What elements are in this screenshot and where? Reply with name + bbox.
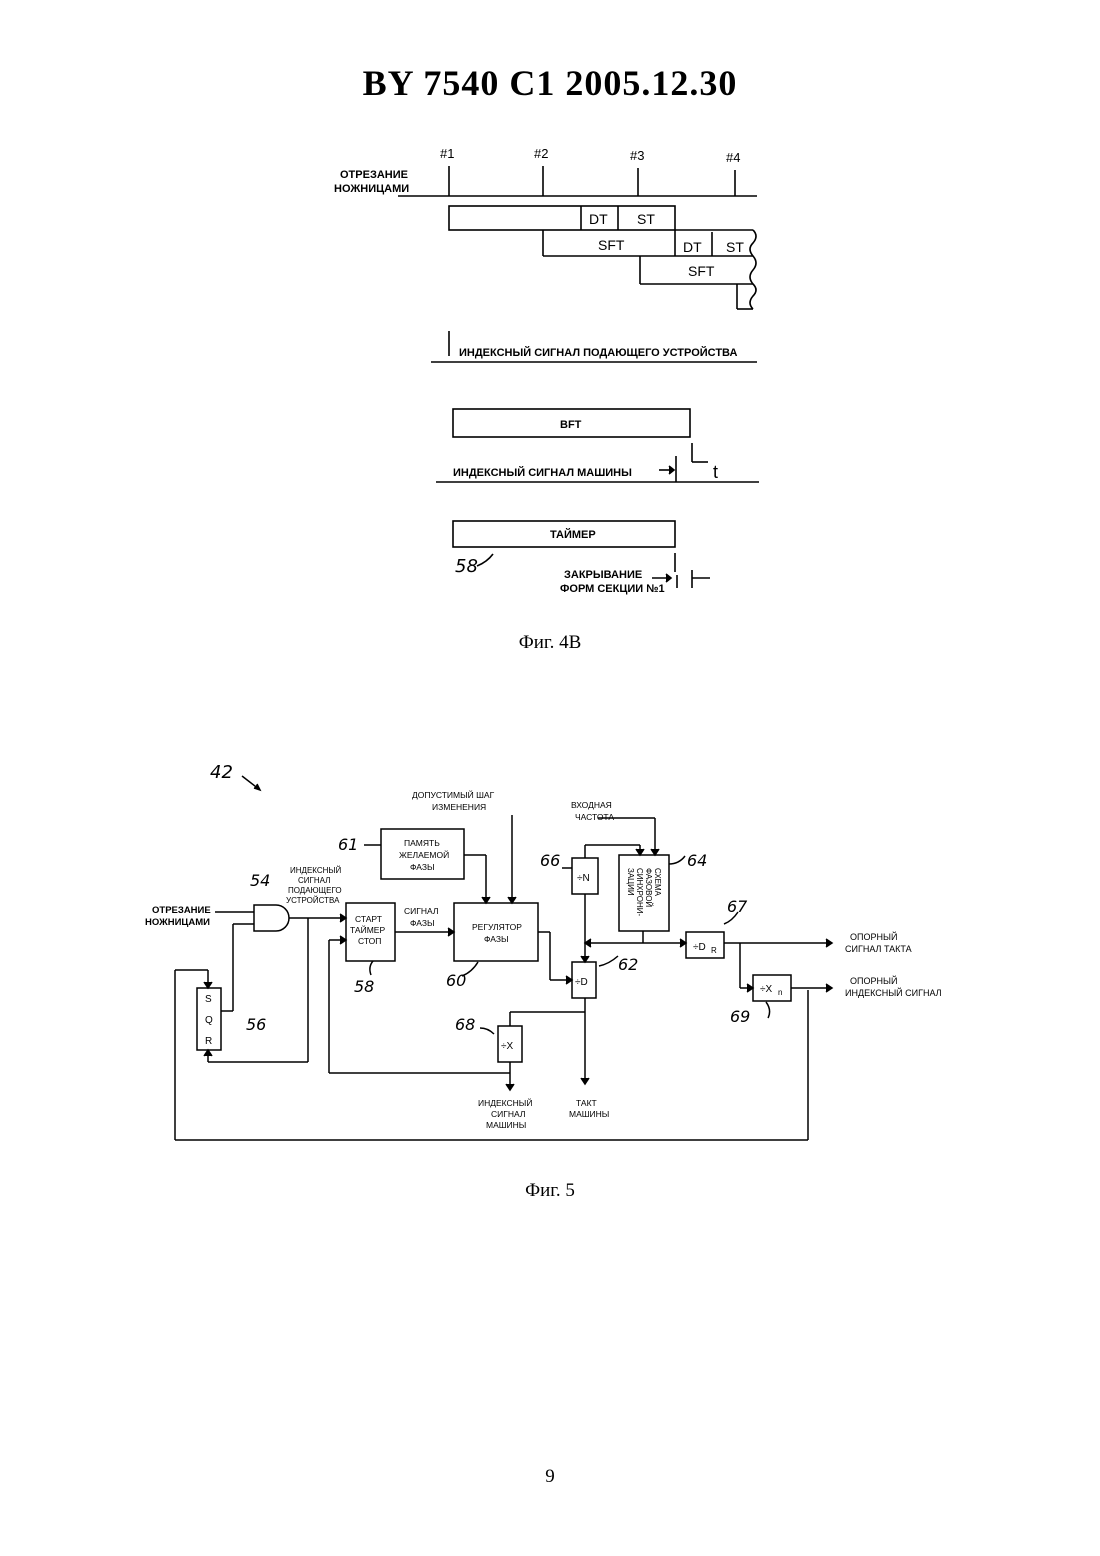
div-x: ÷X	[501, 1041, 513, 1052]
feeder-index-label: ИНДЕКСНЫЙ СИГНАЛ ПОДАЮЩЕГО УСТРОЙСТВА	[459, 346, 737, 359]
ref-58: 58	[354, 977, 374, 996]
marker-4: #4	[726, 150, 740, 165]
div-xn-sub: n	[778, 988, 782, 997]
regulator-1: РЕГУЛЯТОР	[472, 922, 522, 932]
feeder-index-2: СИГНАЛ	[298, 876, 330, 885]
ref-68: 68	[455, 1015, 475, 1034]
memory-2: ЖЕЛАЕМОЙ	[399, 849, 449, 860]
memory-1: ПАМЯТЬ	[404, 838, 440, 848]
shear-cut-label-1: ОТРЕЗАНИЕ	[340, 169, 408, 181]
machine-clock-2: МАШИНЫ	[569, 1109, 609, 1119]
ref-58-fig4b: 58	[455, 556, 478, 577]
timer-stop: СТОП	[358, 936, 381, 946]
ref-69: 69	[730, 1007, 750, 1026]
timer-label: ТАЙМЕР	[550, 528, 596, 541]
memory-3: ФАЗЫ	[410, 862, 435, 872]
machine-index-3: МАШИНЫ	[486, 1120, 526, 1130]
div-dr-sub: R	[711, 946, 717, 955]
index-ref-1: ОПОРНЫЙ	[850, 975, 897, 986]
st-label-1: ST	[637, 211, 655, 227]
pll-4: ЗАЦИИ	[626, 868, 635, 896]
marker-3: #3	[630, 148, 644, 163]
phase-signal-2: ФАЗЫ	[410, 918, 435, 928]
ref-64: 64	[687, 851, 707, 870]
marker-1: #1	[440, 146, 454, 161]
ref-61: 61	[338, 835, 358, 854]
clock-ref-2: СИГНАЛ ТАКТА	[845, 944, 912, 954]
mold-close-label-2: ФОРМ СЕКЦИИ №1	[560, 583, 665, 595]
regulator-2: ФАЗЫ	[484, 934, 509, 944]
fig4b-timing-diagram: ОТРЕЗАНИЕ НОЖНИЦАМИ #1 #2 #3 #4 DT ST SF…	[0, 0, 1100, 640]
sft-label-2: SFT	[688, 263, 715, 279]
fig5-caption: Фиг. 5	[0, 1180, 1100, 1202]
ref-60: 60	[446, 971, 466, 990]
ref-56: 56	[246, 1015, 266, 1034]
ref-67: 67	[727, 897, 748, 916]
marker-2: #2	[534, 146, 548, 161]
ref-66: 66	[540, 851, 560, 870]
div-xn: ÷X	[760, 984, 772, 995]
pll-1: СХЕМА	[653, 868, 662, 897]
step-2: ИЗМЕНЕНИЯ	[432, 802, 486, 812]
st-label-2: ST	[726, 239, 744, 255]
fig5-shear-cut-1: ОТРЕЗАНИЕ	[152, 905, 211, 916]
t-label: t	[713, 462, 718, 482]
phase-signal-1: СИГНАЛ	[404, 906, 438, 916]
index-ref-2: ИНДЕКСНЫЙ СИГНАЛ	[845, 987, 942, 998]
ref-54: 54	[250, 871, 270, 890]
flipflop-s: S	[205, 994, 212, 1005]
fig4b-caption: Фиг. 4B	[0, 632, 1100, 654]
dt-label-1: DT	[589, 211, 608, 227]
feeder-index-3: ПОДАЮЩЕГО	[288, 886, 342, 895]
timer-start: СТАРТ	[355, 914, 382, 924]
bft-label: BFT	[560, 419, 582, 431]
machine-index-label: ИНДЕКСНЫЙ СИГНАЛ МАШИНЫ	[453, 466, 632, 479]
page-number: 9	[0, 1466, 1100, 1488]
sft-label-1: SFT	[598, 237, 625, 253]
clock-ref-1: ОПОРНЫЙ	[850, 931, 897, 942]
fig5-shear-cut-2: НОЖНИЦАМИ	[145, 917, 210, 928]
machine-index-1: ИНДЕКСНЫЙ	[478, 1097, 532, 1108]
pll-3: СИНХРОНИ-	[635, 868, 644, 917]
machine-index-2: СИГНАЛ	[491, 1109, 525, 1119]
div-d: ÷D	[575, 977, 588, 988]
dt-label-2: DT	[683, 239, 702, 255]
input-freq-2: ЧАСТОТА	[575, 812, 614, 822]
feeder-index-4: УСТРОЙСТВА	[286, 896, 340, 905]
pll-2: ФАЗОВОЙ	[644, 868, 653, 907]
ref-42: 42	[210, 762, 233, 783]
input-freq-1: ВХОДНАЯ	[571, 800, 612, 810]
shear-cut-label-2: НОЖНИЦАМИ	[334, 183, 409, 195]
flipflop-q: Q	[205, 1015, 213, 1026]
timer-timer: ТАЙМЕР	[350, 924, 385, 935]
div-n: ÷N	[577, 873, 590, 884]
div-dr: ÷D	[693, 942, 706, 953]
ref-62: 62	[618, 955, 638, 974]
machine-clock-1: ТАКТ	[576, 1098, 597, 1108]
mold-close-label-1: ЗАКРЫВАНИЕ	[564, 569, 642, 581]
feeder-index-1: ИНДЕКСНЫЙ	[290, 866, 341, 875]
fig5-block-diagram: 42 54 56 58 60 61 62 64 66 67 68 69 ОТРЕ…	[0, 750, 1100, 1170]
step-1: ДОПУСТИМЫЙ ШАГ	[412, 789, 495, 800]
flipflop-r: R	[205, 1036, 212, 1047]
